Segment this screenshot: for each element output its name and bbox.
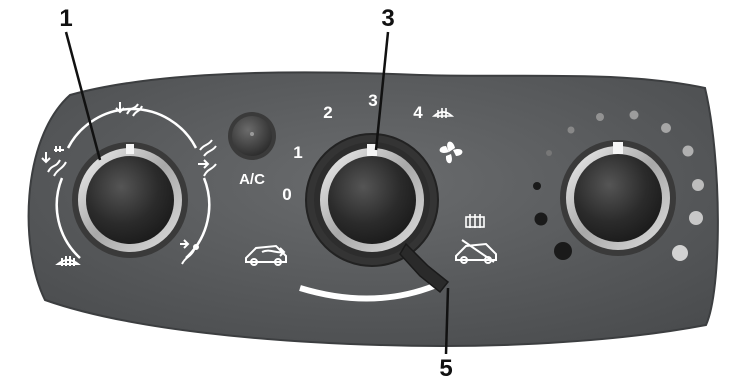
fan-speed-2: 2 (323, 103, 332, 122)
fan-speed-0: 0 (282, 185, 291, 204)
fan-speed-4: 4 (413, 103, 423, 122)
fan-speed-1: 1 (293, 143, 302, 162)
air-distribution-knob[interactable] (72, 142, 188, 258)
fan-speed-3: 3 (368, 91, 377, 110)
fan-speed-knob[interactable] (306, 134, 438, 266)
ac-button[interactable] (228, 112, 276, 160)
callout-1: 1 (59, 5, 72, 32)
ac-label: A/C (239, 171, 265, 188)
callout-5: 5 (439, 355, 452, 382)
temperature-knob[interactable] (560, 140, 676, 256)
callout-3: 3 (381, 5, 394, 32)
